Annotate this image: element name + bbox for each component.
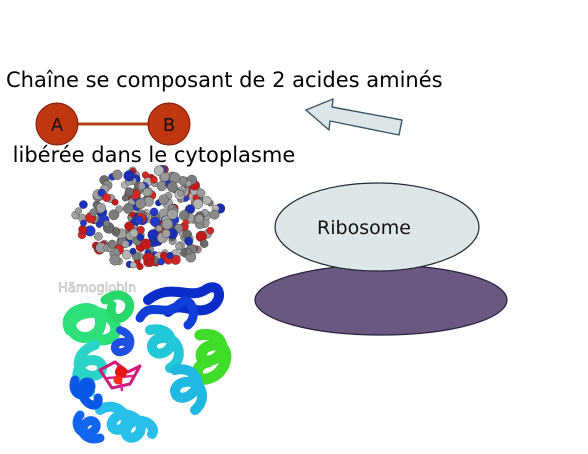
release-arrow xyxy=(305,98,403,136)
atom xyxy=(78,224,88,234)
atom xyxy=(121,194,129,202)
atom xyxy=(124,187,134,197)
atom xyxy=(196,188,206,198)
atom xyxy=(146,258,155,267)
atom xyxy=(161,218,174,230)
amino-acid-a-label: A xyxy=(51,115,64,136)
atom xyxy=(209,209,220,220)
atom xyxy=(140,238,152,250)
atom xyxy=(185,248,193,255)
atom xyxy=(124,221,134,232)
atom xyxy=(202,195,212,205)
heme-iron xyxy=(113,366,127,385)
atom xyxy=(182,219,190,226)
atom xyxy=(155,224,163,232)
amino-acid-b-label: B xyxy=(163,115,175,136)
space-filling-protein-model xyxy=(71,164,226,271)
atom xyxy=(153,165,165,176)
atom xyxy=(184,236,194,246)
ribosome-large-subunit xyxy=(254,264,508,336)
atom xyxy=(121,240,130,249)
atom xyxy=(206,226,215,235)
caption-line-1: Chaîne se composant de 2 acides aminés xyxy=(6,68,443,92)
atom xyxy=(185,204,196,214)
atom xyxy=(129,228,139,238)
atom xyxy=(177,190,185,197)
atom xyxy=(167,208,179,220)
atom xyxy=(103,220,111,228)
atom xyxy=(129,261,137,269)
atom xyxy=(150,216,161,227)
atom xyxy=(89,208,98,217)
ribosome: Ribosome xyxy=(254,182,508,336)
atom xyxy=(185,180,192,187)
atom xyxy=(166,181,178,193)
ribbon-protein-model xyxy=(62,282,232,444)
atom xyxy=(134,215,144,225)
atom xyxy=(141,171,150,179)
atom xyxy=(108,209,120,221)
atom xyxy=(169,172,181,184)
amino-acid-b: B xyxy=(147,102,191,146)
atom xyxy=(194,214,204,224)
atom xyxy=(123,170,135,182)
dipeptide-chain: A B xyxy=(35,102,191,146)
atom xyxy=(107,239,117,249)
caption: Chaîne se composant de 2 acides aminés l… xyxy=(6,18,443,193)
atom xyxy=(149,207,159,217)
atom xyxy=(159,172,170,182)
atom xyxy=(111,198,119,206)
atom xyxy=(109,254,121,266)
atom xyxy=(135,198,146,210)
atom xyxy=(136,262,144,271)
atom xyxy=(74,207,82,215)
atom xyxy=(79,200,88,209)
atom xyxy=(121,249,132,260)
atom xyxy=(80,219,87,227)
atom xyxy=(95,202,106,213)
amino-acid-a: A xyxy=(35,102,79,146)
atom xyxy=(166,251,174,259)
ribosome-label: Ribosome xyxy=(317,217,411,239)
atom xyxy=(161,229,171,238)
atom xyxy=(137,182,146,191)
atom xyxy=(158,194,169,205)
atom xyxy=(115,205,123,213)
atom xyxy=(129,247,137,255)
atom xyxy=(94,232,103,241)
atom xyxy=(142,187,152,197)
atom xyxy=(112,169,123,180)
ribosome-small-subunit xyxy=(274,182,480,272)
atom xyxy=(175,242,183,251)
atom xyxy=(192,198,204,210)
atom xyxy=(199,239,209,248)
atom xyxy=(150,175,158,184)
atom xyxy=(102,193,111,202)
atom xyxy=(123,203,134,214)
caption-line-2: libérée dans le cytoplasme xyxy=(6,143,296,167)
